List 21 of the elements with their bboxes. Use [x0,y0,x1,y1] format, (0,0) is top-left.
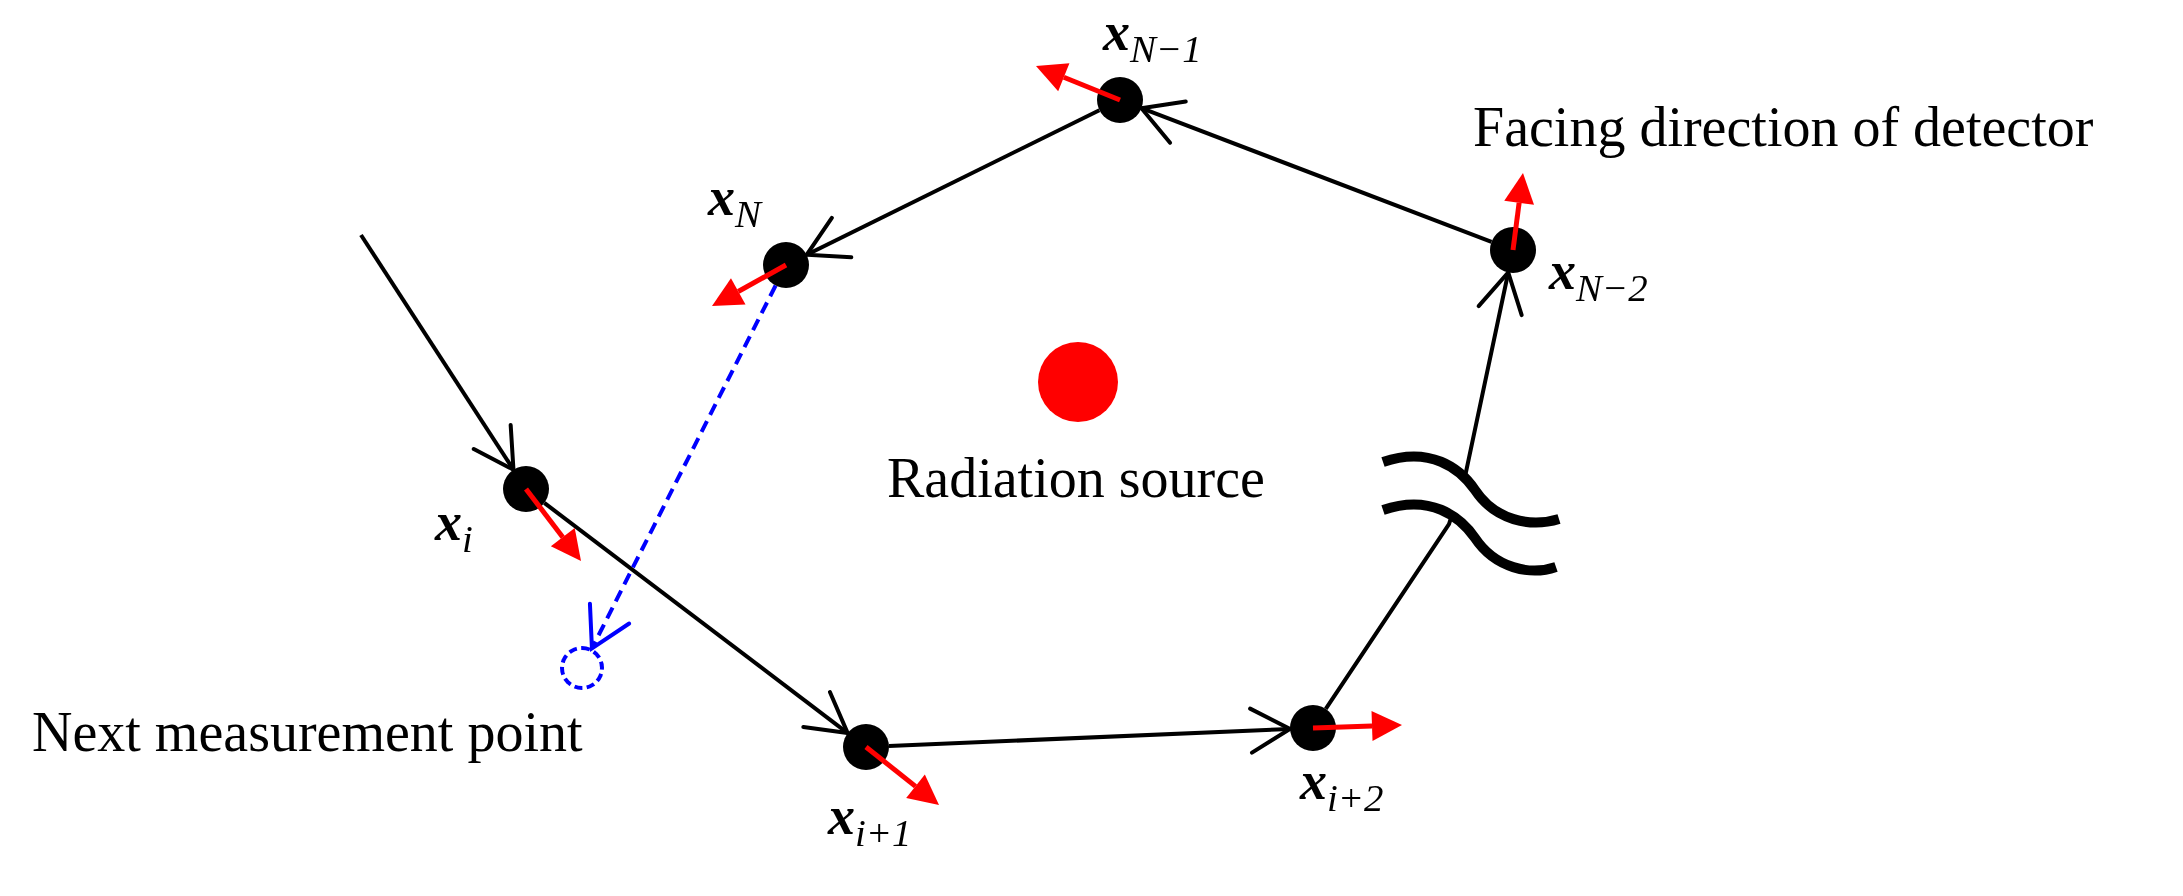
path-arrow [804,108,1101,260]
radiation-source-label: Radiation source [887,450,1265,506]
measurement-point-dot [1490,227,1536,273]
next-point-marker [560,646,604,690]
path-arrow [888,706,1292,755]
measurement-point-dot [503,466,549,512]
measurement-point-dot [763,242,809,288]
point-label: x$_{N−1}$ [1103,5,1202,69]
path-arrow [1139,99,1493,244]
point-label: x$_{i+1}$ [828,789,912,853]
point-label: x$_{N}$ [708,170,761,234]
measurement-point-dot [1290,705,1336,751]
point-label: x$_{N−2}$ [1549,244,1648,308]
path-arrow [359,233,516,472]
point-label: x$_{i}$ [435,495,473,559]
point-label: x$_{i+2}$ [1300,754,1384,818]
path-arrow [543,501,850,736]
measurement-point-dot [843,724,889,770]
path-arrow [1324,270,1524,710]
measurement-point-dot [1097,77,1143,123]
dashed-arrow [587,284,778,651]
